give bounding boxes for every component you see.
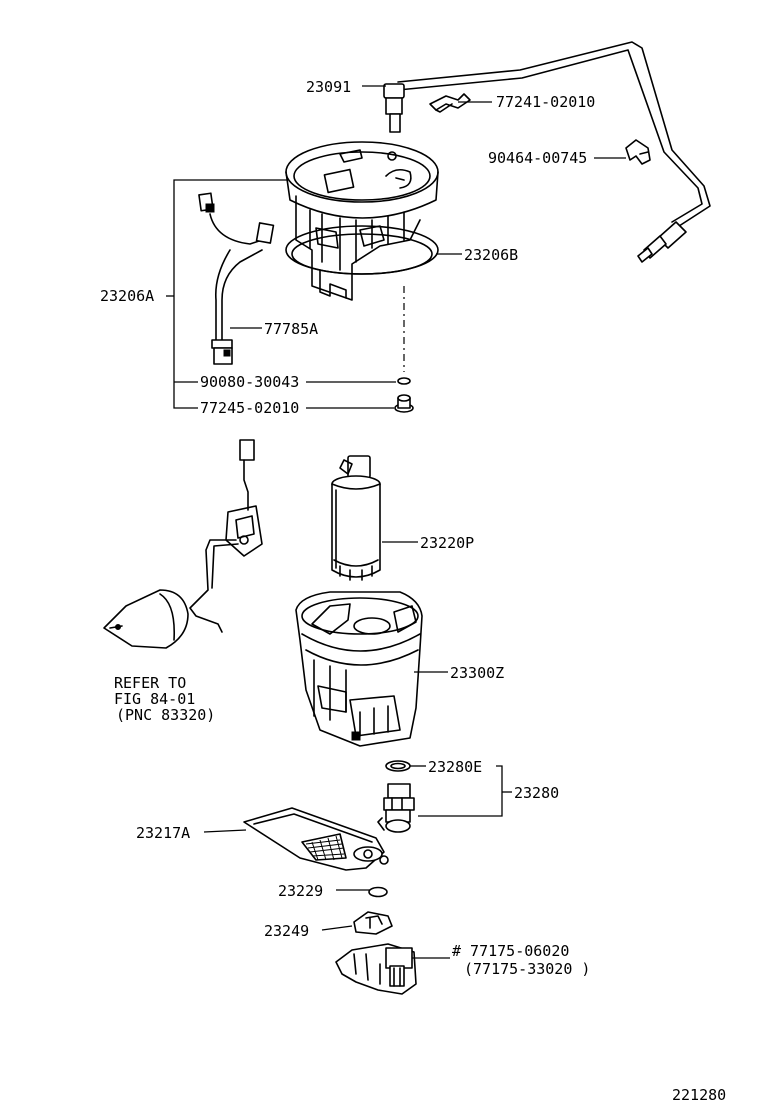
- label-23229: 23229: [278, 882, 323, 900]
- label-23280: 23280: [514, 784, 559, 802]
- fuel-pump-23220p: [331, 455, 381, 581]
- fuel-strainer-23217a: [243, 807, 389, 871]
- label-77241-02010: 77241-02010: [496, 93, 595, 111]
- label-23206a: 23206A: [100, 287, 154, 305]
- figure-number: 221280: [672, 1086, 726, 1104]
- label-77175-33020: (77175-33020 ): [464, 960, 590, 978]
- cushion-23249: [353, 911, 393, 935]
- label-77175-06020: # 77175-06020: [452, 942, 569, 960]
- o-ring-23206b: [285, 225, 439, 275]
- leader-lines: [166, 85, 626, 959]
- gasket-23280e: [385, 760, 411, 772]
- label-23206b: 23206B: [464, 246, 518, 264]
- ring-23229: [368, 886, 388, 898]
- wire-harness-77785a: [198, 192, 275, 365]
- fuel-sender-gauge: [103, 439, 263, 649]
- filter-housing-23300z: [295, 591, 423, 747]
- clip-90464: [625, 139, 651, 165]
- label-23220p: 23220P: [420, 534, 474, 552]
- note-fig: FIG 84-01: [114, 690, 195, 708]
- label-23217a: 23217A: [136, 824, 190, 842]
- label-23280e: 23280E: [428, 758, 482, 776]
- fuel-tube-23091: [383, 41, 711, 263]
- label-23091: 23091: [306, 78, 351, 96]
- clip-77241: [429, 93, 471, 113]
- label-90464-00745: 90464-00745: [488, 149, 587, 167]
- note-pnc: (PNC 83320): [116, 706, 215, 724]
- label-90080-30043: 90080-30043: [200, 373, 299, 391]
- note-refer-to: REFER TO: [114, 674, 186, 692]
- bracket-77175: [335, 943, 417, 995]
- label-77785a: 77785A: [264, 320, 318, 338]
- label-23249: 23249: [264, 922, 309, 940]
- gasket-90080: [397, 377, 411, 385]
- pump-top-cover: [285, 141, 439, 301]
- label-77245-02010: 77245-02010: [200, 399, 299, 417]
- label-23300z: 23300Z: [450, 664, 504, 682]
- nut-77245: [394, 394, 414, 413]
- pressure-regulator-23280: [377, 783, 415, 833]
